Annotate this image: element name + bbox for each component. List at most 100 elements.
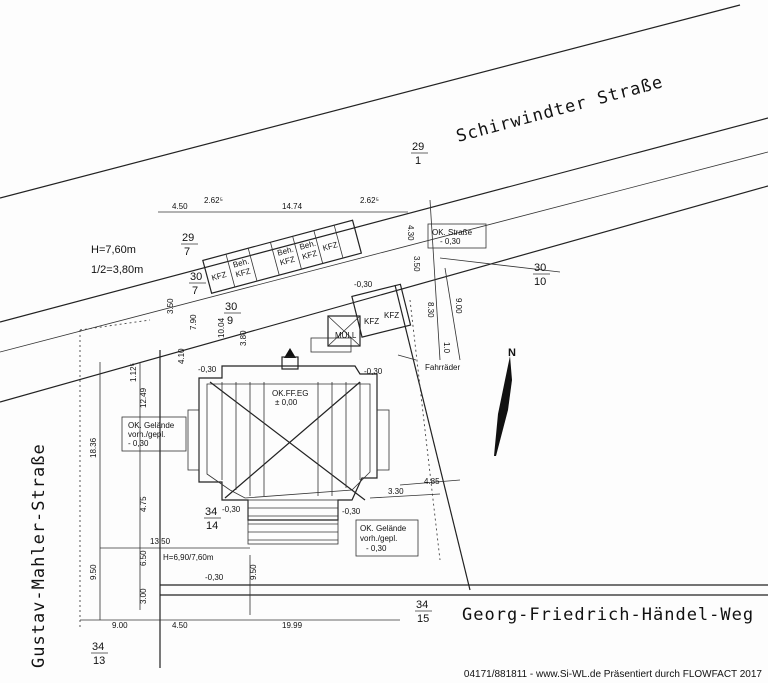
svg-text:13: 13 [93, 655, 105, 667]
dim-3-00: 3.00 [139, 588, 148, 604]
label-fahrraeder: Fahrräder [425, 363, 460, 372]
label-ok-ff-value: ± 0,00 [275, 398, 298, 407]
garage-label-5: KFZ [279, 255, 296, 268]
svg-text:1: 1 [415, 155, 421, 167]
svg-text:vorh./gepl.: vorh./gepl. [360, 534, 397, 543]
dim-4-30: 4.30 [406, 225, 415, 241]
svg-text:10: 10 [534, 276, 546, 288]
label-neg-3: -0,30 [364, 367, 383, 376]
svg-text:34: 34 [416, 599, 428, 611]
label-neg-6: -0,30 [205, 573, 224, 582]
dim-3-50-a: 3.50 [412, 256, 421, 272]
parcel-29-7: 29 7 [181, 232, 198, 258]
label-ok-ff: OK.FF.EG [272, 389, 308, 398]
dim-9-00-b: 9.00 [112, 621, 128, 630]
plot-boundaries [79, 257, 768, 668]
dim-2-62-a: 2.62⁵ [204, 196, 223, 205]
garage-label-2: Beh. [232, 257, 250, 270]
svg-text:29: 29 [412, 141, 424, 153]
parcel-34-13: 34 13 [91, 641, 108, 667]
svg-text:- 0,30: - 0,30 [440, 237, 461, 246]
label-neg-4: -0,30 [222, 505, 241, 514]
svg-text:30: 30 [225, 301, 237, 313]
label-muell: MÜLL [335, 331, 357, 340]
dim-2-62-b: 2.62⁵ [360, 196, 379, 205]
dim-18-36: 18.36 [89, 437, 98, 458]
street-name-south: Georg-Friedrich-Händel-Weg [462, 605, 754, 625]
dimension-lines [80, 199, 461, 621]
dim-7-90: 7.90 [189, 314, 198, 330]
north-street-lines [0, 4, 768, 403]
svg-text:OK. Straße: OK. Straße [432, 228, 473, 237]
garage-label-7: KFZ [301, 249, 318, 262]
svg-text:34: 34 [205, 506, 217, 518]
label-neg-5: -0,30 [342, 507, 361, 516]
svg-text:14: 14 [206, 520, 218, 532]
svg-text:7: 7 [184, 246, 190, 258]
svg-text:9: 9 [227, 315, 233, 327]
dim-13-50: 13.50 [150, 537, 171, 546]
credit-footer: 04171/881811 - www.Si-WL.de Präsentiert … [463, 669, 762, 680]
svg-text:30: 30 [190, 271, 202, 283]
dim-12-49: 12.49 [139, 387, 148, 408]
svg-text:15: 15 [417, 613, 429, 625]
dim-4-50-b: 4.50 [172, 621, 188, 630]
box-ok-gelaende-right: OK. Gelände vorh./gepl. - 0,30 [355, 519, 419, 557]
garage-label-6: Beh. [299, 239, 317, 252]
dim-3-50-b: 3.50 [166, 298, 175, 314]
side-buildings [310, 283, 417, 361]
dim-9-50-a: 9.50 [89, 564, 98, 580]
height-note-line1: H=7,60m [91, 244, 136, 256]
dim-10-04: 10.04 [217, 317, 226, 338]
main-house [187, 348, 390, 545]
label-kfz-side: KFZ [364, 317, 379, 326]
svg-text:vorh./gepl.: vorh./gepl. [128, 430, 165, 439]
svg-text:- 0,30: - 0,30 [366, 544, 387, 553]
svg-text:34: 34 [92, 641, 104, 653]
box-ok-gelaende-left: OK. Gelände vorh./gepl. - 0,30 [121, 416, 187, 452]
dim-14-74: 14.74 [282, 202, 303, 211]
svg-text:7: 7 [192, 285, 198, 297]
svg-text:OK. Gelände: OK. Gelände [360, 524, 407, 533]
dim-19-99: 19.99 [282, 621, 303, 630]
parcel-34-14: 34 14 [204, 506, 221, 532]
dim-6-50: 6.50 [139, 550, 148, 566]
dim-9-00-a: 9.00 [454, 298, 463, 314]
parcel-34-15: 34 15 [415, 599, 432, 625]
garage-label-3: KFZ [235, 267, 252, 280]
north-arrow-label: N [508, 347, 516, 359]
svg-text:30: 30 [534, 262, 546, 274]
garage-label-8: KFZ [322, 240, 339, 253]
svg-text:29: 29 [182, 232, 194, 244]
box-ok-strasse: OK. Straße - 0,30 [427, 223, 487, 249]
dim-3-30: 3.30 [388, 487, 404, 496]
garage-label-4: Beh. [276, 245, 294, 258]
street-name-north: Schirwindter Straße [454, 72, 665, 147]
north-arrow: N [494, 347, 516, 456]
dim-4-50: 4.50 [172, 202, 188, 211]
label-neg-1: -0,30 [354, 280, 373, 289]
label-neg-2: -0,30 [198, 365, 217, 374]
dim-4-10: 4.10 [177, 348, 186, 364]
svg-text:OK. Gelände: OK. Gelände [128, 421, 175, 430]
dim-8-30: 8.30 [426, 302, 435, 318]
height-note-line2: 1/2=3,80m [91, 264, 143, 276]
parcel-29-1: 29 1 [411, 141, 428, 167]
dim-9-50-b: 9.50 [249, 564, 258, 580]
garage-row: KFZ Beh. KFZ Beh. KFZ Beh. KFZ KFZ [202, 219, 363, 294]
street-name-west: Gustav-Mahler-Straße [29, 443, 49, 668]
garage-label-1: KFZ [211, 270, 228, 283]
height-note-2: H=6,90/7,60m [163, 553, 214, 562]
parcel-30-10: 30 10 [533, 262, 550, 288]
dim-1-0: 1.0 [442, 342, 451, 354]
dim-3-80: 3.80 [239, 330, 248, 346]
parcel-30-9: 30 9 [224, 301, 241, 327]
parcel-30-7: 30 7 [189, 271, 206, 297]
label-kfz-side2: KFZ [384, 311, 399, 320]
dim-1-12: 1.12⁵ [129, 363, 138, 382]
dim-4-75: 4.75 [139, 496, 148, 512]
dim-4-85: 4.85 [424, 477, 440, 486]
svg-text:- 0,30: - 0,30 [128, 439, 149, 448]
